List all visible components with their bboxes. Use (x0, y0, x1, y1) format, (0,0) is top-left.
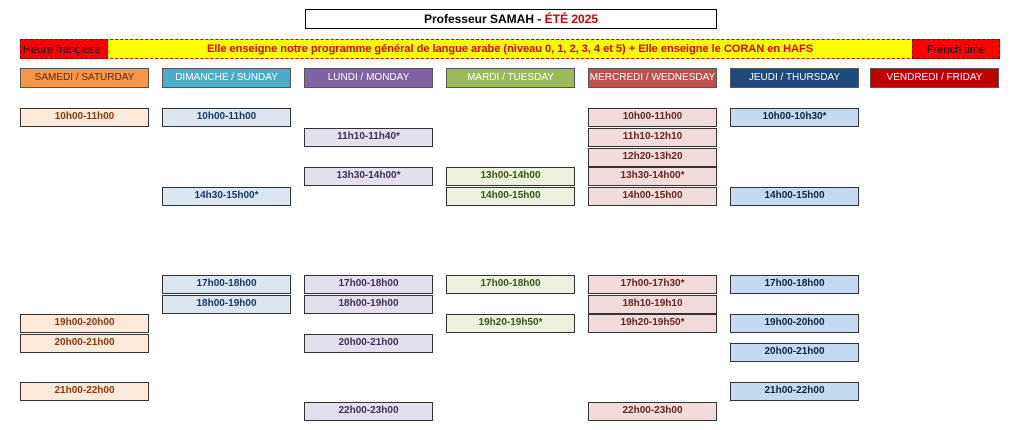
day-header-mercredi: MERCREDI / WEDNESDAY (588, 68, 717, 88)
day-header-samedi: SAMEDI / SATURDAY (20, 68, 149, 88)
time-slot: 17h00-18h00 (730, 275, 859, 294)
time-slot: 12h20-13h20 (588, 148, 717, 167)
time-slot: 14h30-15h00* (162, 187, 291, 206)
time-slot: 21h00-22h00 (730, 382, 859, 401)
french-hour-label: Heure française (20, 39, 108, 59)
time-slot: 13h00-14h00 (446, 167, 575, 186)
time-slot: 18h00-19h00 (304, 295, 433, 314)
time-slot: 10h00-10h30* (730, 108, 859, 127)
title-prefix: Professeur SAMAH - (423, 12, 545, 26)
time-slot: 20h00-21h00 (304, 334, 433, 353)
time-slot: 21h00-22h00 (20, 382, 149, 401)
french-time-label: French time (912, 39, 1000, 59)
time-slot: 11h10-11h40* (304, 128, 433, 147)
time-slot: 17h00-18h00 (162, 275, 291, 294)
time-slot: 18h10-19h10 (588, 295, 717, 314)
time-slot: 14h00-15h00 (588, 187, 717, 206)
time-slot: 10h00-11h00 (20, 108, 149, 127)
time-slot: 18h00-19h00 (162, 295, 291, 314)
time-slot: 14h00-15h00 (446, 187, 575, 206)
time-slot: 22h00-23h00 (304, 402, 433, 421)
time-slot: 10h00-11h00 (588, 108, 717, 127)
banner-text: Elle enseigne notre programme général de… (206, 43, 814, 55)
day-header-vendredi: VENDREDI / FRIDAY (870, 68, 999, 88)
time-slot: 13h30-14h00* (588, 167, 717, 186)
day-header-mardi: MARDI / TUESDAY (446, 68, 575, 88)
time-slot: 20h00-21h00 (730, 343, 859, 362)
day-header-lundi: LUNDI / MONDAY (304, 68, 433, 88)
time-slot: 20h00-21h00 (20, 334, 149, 353)
schedule-title: Professeur SAMAH - ÉTÉ 2025 (305, 9, 717, 29)
time-slot: 19h20-19h50* (588, 314, 717, 333)
time-slot: 19h00-20h00 (730, 314, 859, 333)
time-slot: 17h00-17h30* (588, 275, 717, 294)
time-slot: 19h20-19h50* (446, 314, 575, 333)
time-slot: 11h10-12h10 (588, 128, 717, 147)
info-banner: Heure française Elle enseigne notre prog… (20, 39, 1000, 59)
title-season: ÉTÉ 2025 (544, 12, 599, 26)
time-slot: 17h00-18h00 (304, 275, 433, 294)
time-slot: 14h00-15h00 (730, 187, 859, 206)
day-header-jeudi: JEUDI / THURSDAY (730, 68, 859, 88)
day-header-dimanche: DIMANCHE / SUNDAY (162, 68, 291, 88)
time-slot: 22h00-23h00 (588, 402, 717, 421)
time-slot: 10h00-11h00 (162, 108, 291, 127)
time-slot: 19h00-20h00 (20, 314, 149, 333)
time-slot: 17h00-18h00 (446, 275, 575, 294)
time-slot: 13h30-14h00* (304, 167, 433, 186)
